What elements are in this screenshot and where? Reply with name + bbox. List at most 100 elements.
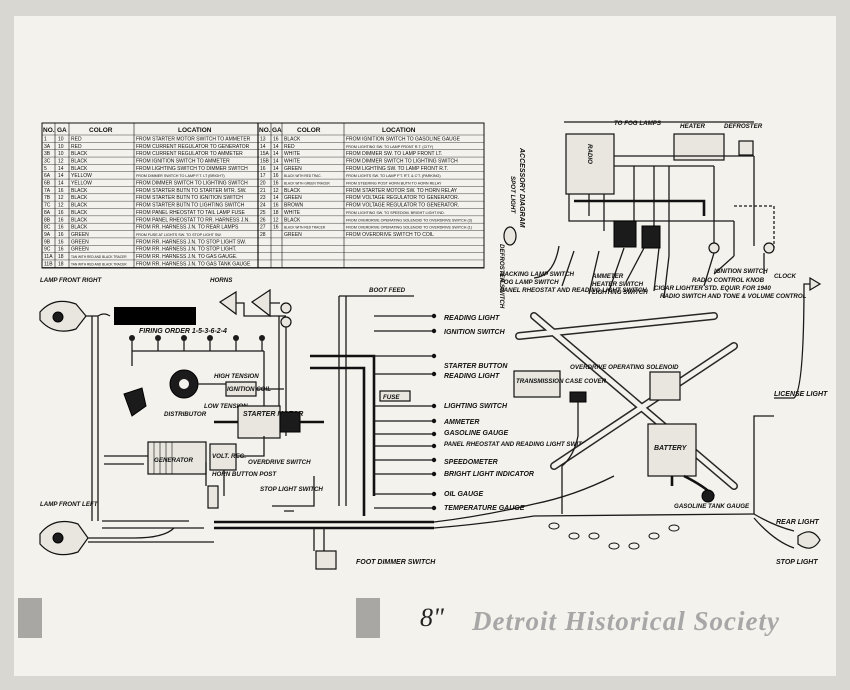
harness-connector-icon	[608, 542, 620, 550]
gasoline-tank-gauge-icon	[701, 489, 715, 503]
table_right-cell: BLACK	[284, 188, 301, 194]
table_right-cell: 14	[273, 151, 279, 157]
table_left-cell: BLACK	[71, 210, 88, 216]
registration-mark-left	[18, 598, 42, 638]
table_left-cell: FROM RR. HARNESS J.N. TO GAS TANK GAUGE	[136, 261, 251, 267]
table_right-cell: FROM LIGHTING SW. TO LAMP FRONT R.T.	[346, 166, 448, 172]
harness-connector-icon	[568, 532, 580, 540]
defroster-switch-label: DEFROSTER SWITCH	[498, 244, 505, 309]
overdrive-solenoid-icon	[569, 391, 587, 403]
table_left-cell: 7C	[44, 203, 51, 209]
table_right-cell: 14	[273, 158, 279, 164]
heater-switch-label: HEATER SWITCH	[592, 281, 644, 288]
cigar-lighter-icon	[708, 242, 720, 254]
table_right-cell: 20	[260, 181, 266, 187]
reading-light-label: READING LIGHT	[444, 315, 500, 322]
table_right-cell: 16	[273, 203, 279, 209]
watermark: Detroit Historical Society	[471, 606, 780, 636]
table_left-cell: FROM DIMMER SWITCH TO LAMP F.T. LT (BRIG…	[136, 174, 225, 178]
fuse-label: FUSE	[383, 394, 400, 401]
starter-motor-label: STARTER MOTOR	[243, 411, 303, 418]
table_right-cell: 16	[260, 166, 266, 172]
table_right-cell: BLACK WITH RED TRAC.	[284, 174, 322, 178]
table_right-cell: 15B	[260, 158, 270, 164]
table_left-cell: BLACK	[71, 188, 88, 194]
panel-rheostat-reading-top-label: PANEL RHEOSTAT AND READING LIGHT SWITCH	[500, 287, 647, 294]
fuse-block-icon	[379, 390, 411, 402]
table_right-cell: 28	[260, 232, 266, 238]
table_left-cell: 10	[58, 151, 64, 157]
table_left-cell: 3A	[44, 144, 51, 150]
temperature-gauge-label: TEMPERATURE GAUGE	[444, 505, 525, 512]
table-left-header-ga: GA	[57, 127, 67, 134]
horn-relay-icon	[280, 302, 292, 314]
low-tension-label: LOW TENSION	[204, 403, 248, 410]
spark-plug-icon	[259, 335, 265, 341]
chassis-section: TRANSMISSION CASE COVER OVERDRIVE OPERAT…	[513, 276, 828, 566]
table_right-cell: 26	[260, 217, 266, 223]
stop-light-label: STOP LIGHT	[776, 559, 818, 566]
table_right-cell: BLACK	[284, 217, 301, 223]
gasoline-tank-gauge-label: GASOLINE TANK GAUGE	[674, 503, 750, 510]
voltage-regulator-icon	[209, 443, 237, 471]
defroster-label: DEFROSTER	[724, 123, 763, 130]
harness-connector-icon	[588, 532, 600, 540]
table_left-cell: 11B	[44, 261, 53, 267]
backing-lamp-switch-label: BACKING LAMP SWITCH	[500, 271, 575, 278]
horn-button-post-label: HORN BUTTON POST	[212, 471, 277, 478]
table-right-header-location: LOCATION	[382, 127, 416, 134]
table_right-cell: FROM LIGHTING SW. TO LAMP FRONT R.T. (CI…	[346, 145, 433, 149]
boot-feed-label: BOOT FEED	[369, 287, 406, 294]
table-right-header-ga: GA	[272, 127, 282, 134]
top-right-lamp-icon	[809, 276, 822, 292]
table_left-cell: 3B	[44, 151, 51, 157]
table_left-cell: TAN WITH RED AND BLACK TRACER	[71, 262, 127, 266]
table_right-cell: 27	[260, 225, 266, 231]
table_left-cell: FROM RR. HARNESS J.N. TO REAR LAMPS	[136, 225, 239, 231]
table_left-cell: FROM STARTER BUTN TO LIGHTING SWITCH	[136, 203, 245, 209]
table_left-cell: 1	[44, 136, 47, 142]
spark-plugs	[129, 335, 265, 351]
table_right-cell: WHITE	[284, 151, 301, 157]
table_left-cell: TAN WITH RED AND BLACK TRACER	[71, 255, 127, 259]
table_right-cell: WHITE	[284, 158, 301, 164]
defroster-box	[738, 140, 754, 156]
spark-plug-icon	[129, 335, 135, 341]
table_left-cell: FROM DIMMER SWITCH TO LIGHTING SWITCH	[136, 181, 248, 187]
radio-control-knob-label: RADIO CONTROL KNOB	[692, 277, 765, 284]
table_right-cell: GREEN	[284, 195, 302, 201]
fog-lamp-switch-label: FOG LAMP SWITCH	[500, 279, 559, 286]
firing-order-label: FIRING ORDER 1-5-3-6-2-4	[139, 328, 227, 335]
table_right-cell: FROM STEERING POST HORN BUTN TO HORN REL…	[346, 182, 442, 186]
stop-light-switch-label: STOP LIGHT SWITCH	[260, 486, 323, 493]
table_right-cell: 14	[273, 195, 279, 201]
table_left-cell: 16	[58, 217, 64, 223]
gasoline-gauge-label: GASOLINE GAUGE	[444, 430, 509, 437]
table_right-cell: FROM DIMMER SWITCH TO LIGHTING SWITCH	[346, 158, 458, 164]
table_left-cell: 16	[58, 247, 64, 253]
table-right-header-color: COLOR	[297, 127, 321, 134]
rear-light-icon	[797, 531, 821, 549]
accessory-diagram: ACCESSORY DIAGRAM SPOT LIGHT DEFROSTER S…	[498, 120, 807, 309]
panel-terminal	[431, 353, 437, 359]
lamp-front-right-label: LAMP FRONT RIGHT	[40, 277, 103, 284]
table_left-cell: YELLOW	[71, 181, 92, 187]
table_right-cell: 15A	[260, 151, 270, 157]
ignition-coil-label: IGNITION COIL	[227, 386, 271, 393]
rear-light-label: REAR LIGHT	[776, 519, 820, 526]
table_left-cell: 9C	[44, 247, 51, 253]
table-left-header-location: LOCATION	[178, 127, 212, 134]
license-light-label: LICENSE LIGHT	[774, 391, 828, 398]
panel-terminal	[431, 418, 437, 424]
ammeter-top-label: AMMETER	[591, 273, 624, 280]
distributor-label: DISTRIBUTOR	[164, 411, 207, 418]
ammeter-label: AMMETER	[443, 419, 479, 426]
reading-light-2-label: READING LIGHT	[444, 373, 500, 380]
wire-table: NO. GA COLOR LOCATION NO. GA COLOR LOCAT…	[41, 122, 485, 269]
table_left-cell: FROM RR. HARNESS J.N. TO GAS GAUGE.	[136, 254, 238, 260]
table_left-cell: 10	[58, 144, 64, 150]
blueprint-sheet: NO. GA COLOR LOCATION NO. GA COLOR LOCAT…	[14, 16, 836, 676]
table_right-cell: 14	[273, 144, 279, 150]
lighting-switch-top-label: LIGHTING SWITCH	[592, 289, 648, 296]
spark-plug-icon	[155, 335, 161, 341]
